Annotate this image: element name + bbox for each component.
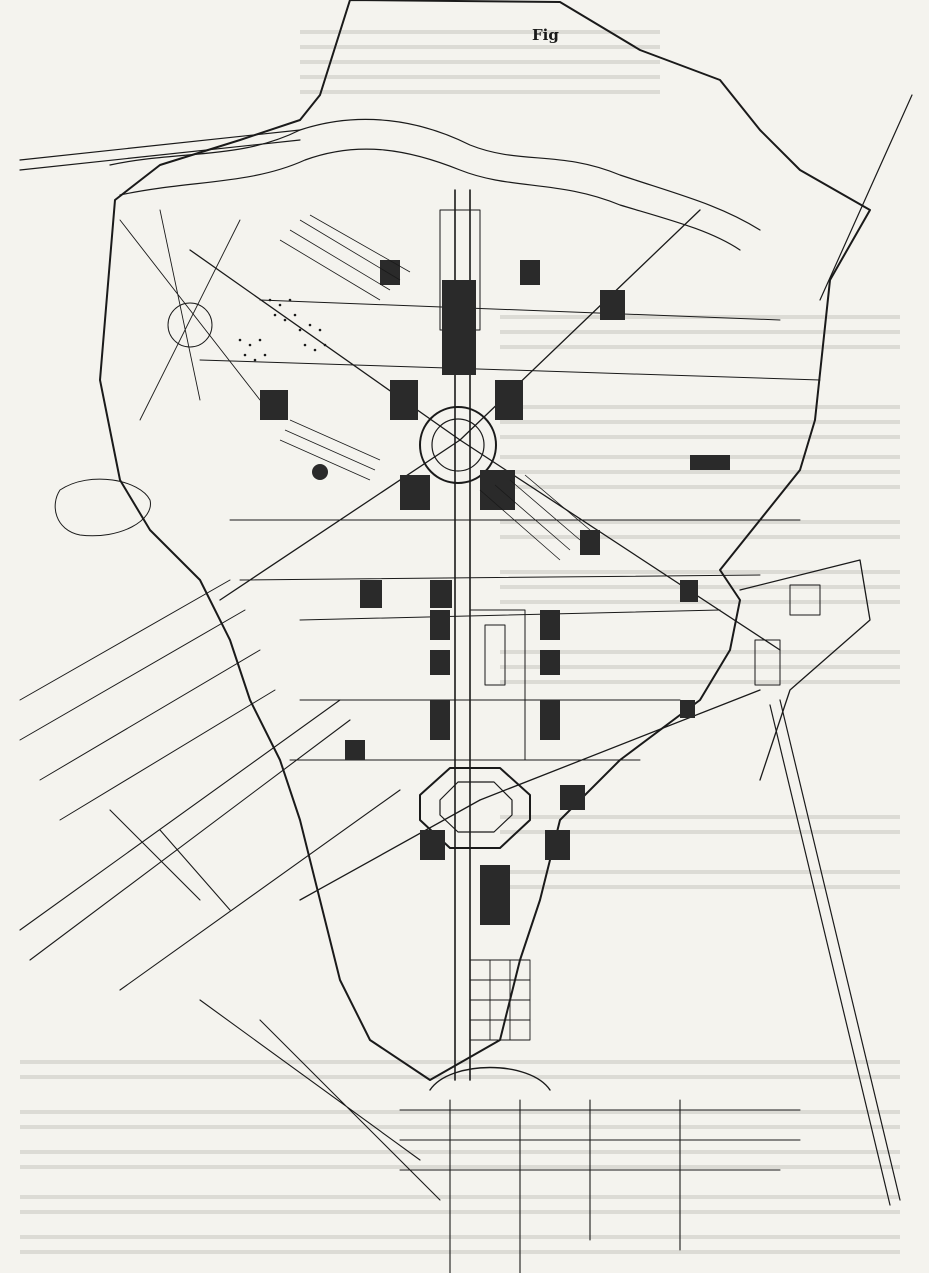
railway-east-2 [769, 704, 891, 1206]
river [109, 118, 761, 231]
road-west-2 [19, 139, 301, 171]
district-boundary [99, 0, 871, 1081]
bleed-line [20, 1165, 900, 1169]
bleed-line [500, 420, 900, 424]
bleed-line [500, 885, 900, 889]
bleed-line [500, 815, 900, 819]
bleed-line [500, 435, 900, 439]
bleed-line [500, 570, 900, 574]
bleed-line [300, 60, 660, 64]
park-roundabout [167, 302, 213, 348]
west-lake [54, 478, 151, 537]
bleed-line [20, 1195, 900, 1199]
bleed-line [20, 1235, 900, 1239]
bleed-line [500, 830, 900, 834]
bleed-line [20, 1125, 900, 1129]
hatched-districts [279, 214, 591, 561]
north-circus [419, 406, 497, 484]
bleed-line [20, 1210, 900, 1214]
bleed-line [500, 680, 900, 684]
south-crescent [429, 1066, 551, 1091]
bleed-line [20, 1110, 900, 1114]
bleed-line [20, 1150, 900, 1154]
bleed-line [300, 90, 660, 94]
road-west [19, 129, 301, 161]
diagonal-s-sw [299, 799, 481, 901]
bleed-line [300, 45, 660, 49]
diagonal-s-se [479, 689, 761, 801]
river-bank [119, 148, 741, 251]
railway-east [779, 699, 901, 1201]
bleed-line [300, 30, 660, 34]
bleed-line [300, 75, 660, 79]
bleed-line [500, 485, 900, 489]
bleed-line [20, 1075, 900, 1079]
bleed-line [500, 405, 900, 409]
bleed-line [500, 600, 900, 604]
bleed-line [500, 535, 900, 539]
bleed-line [500, 665, 900, 669]
bleed-line [500, 330, 900, 334]
bleed-line [500, 520, 900, 524]
bleed-line [500, 585, 900, 589]
east-quay [739, 559, 871, 781]
bleed-line [500, 470, 900, 474]
bleed-line [500, 650, 900, 654]
building-blocks [260, 260, 730, 925]
figure-label: Fig [532, 26, 559, 44]
dotted-gardens [238, 298, 327, 362]
bleed-line [500, 345, 900, 349]
bleed-line [20, 1250, 900, 1254]
south-circus [419, 767, 531, 849]
bleed-line [500, 870, 900, 874]
road-northeast [819, 94, 913, 301]
